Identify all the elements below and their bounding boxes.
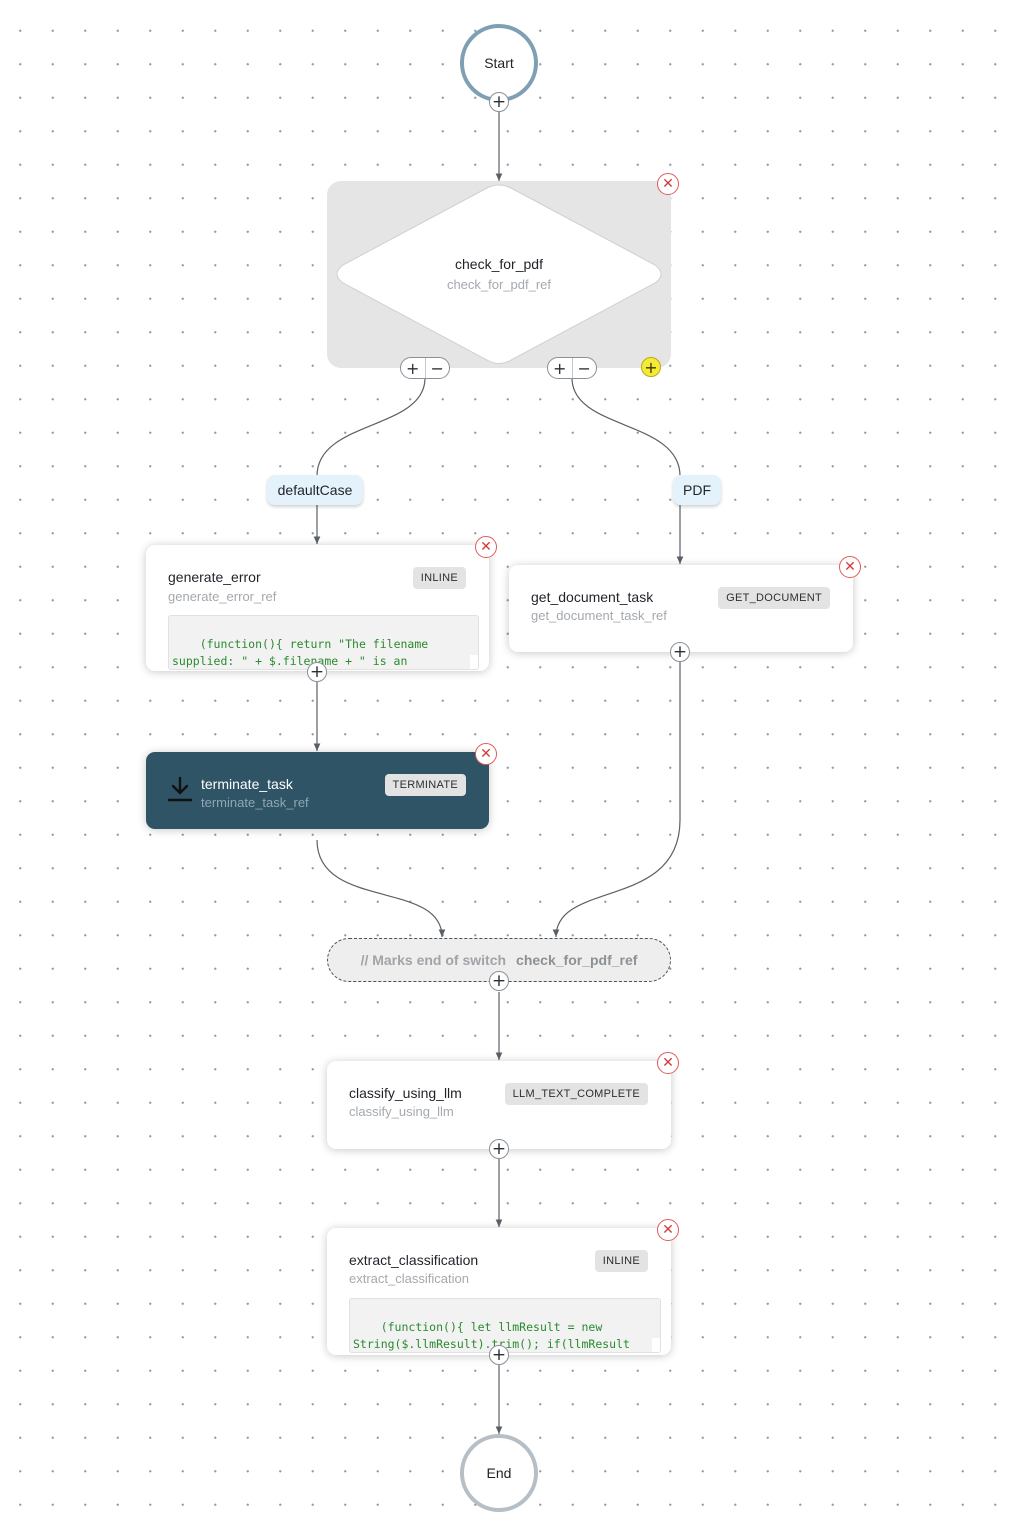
join-comment: // Marks end of switch <box>360 952 507 968</box>
task-name: generate_error <box>168 569 261 585</box>
add-task-after-get-document-button[interactable]: + <box>670 642 690 662</box>
task-name: terminate_task <box>201 776 293 792</box>
plus-icon: + <box>672 641 688 662</box>
case-label-pdf-text: PDF <box>683 482 711 498</box>
delete-switch-button[interactable]: ✕ <box>657 173 679 195</box>
delete-terminate-button[interactable]: ✕ <box>475 743 497 765</box>
case-label-default[interactable]: defaultCase <box>267 475 363 505</box>
plus-icon: + <box>309 661 325 682</box>
close-x-icon: ✕ <box>480 746 492 762</box>
delete-get-document-button[interactable]: ✕ <box>839 556 861 578</box>
task-ref: extract_classification <box>349 1271 469 1286</box>
start-label: Start <box>484 55 514 71</box>
start-node[interactable]: Start <box>460 24 538 102</box>
download-arrow-icon <box>168 776 192 802</box>
plus-icon: + <box>491 1344 507 1365</box>
task-name: get_document_task <box>531 589 654 605</box>
edge-terminate-to-join <box>316 839 446 938</box>
task-type-badge: TERMINATE <box>384 774 466 796</box>
task-ref: generate_error_ref <box>168 589 277 604</box>
edge-switch-to-pdf <box>571 377 681 477</box>
task-ref: classify_using_llm <box>349 1104 454 1119</box>
diamond-shape <box>336 184 662 364</box>
plus-icon: + <box>491 970 507 991</box>
case-label-pdf[interactable]: PDF <box>673 475 721 505</box>
task-ref: get_document_task_ref <box>531 608 667 623</box>
join-ref: check_for_pdf_ref <box>516 952 638 968</box>
edge-switch-to-defaultcase <box>316 377 426 477</box>
end-node[interactable]: End <box>460 1434 538 1512</box>
code-scrollbar[interactable] <box>652 1338 660 1352</box>
task-type-badge: LLM_TEXT_COMPLETE <box>504 1083 648 1105</box>
close-x-icon: ✕ <box>662 1055 674 1071</box>
task-card-get-document[interactable]: get_document_task get_document_task_ref … <box>509 565 853 652</box>
add-case-button[interactable]: + <box>641 357 661 377</box>
remove-pdf-case-button[interactable]: − <box>571 358 597 378</box>
switch-ref: check_for_pdf_ref <box>446 277 552 292</box>
plus-icon: + <box>644 357 658 377</box>
task-type-badge: GET_DOCUMENT <box>718 587 830 609</box>
task-name: classify_using_llm <box>349 1085 462 1101</box>
add-task-default-case-button[interactable]: + <box>406 358 420 378</box>
switch-node[interactable]: check_for_pdf check_for_pdf_ref <box>327 181 671 368</box>
delete-extract-button[interactable]: ✕ <box>657 1219 679 1241</box>
remove-default-case-button[interactable]: − <box>424 358 450 378</box>
plus-icon: + <box>491 91 507 112</box>
default-case-controls: + − <box>400 357 450 379</box>
case-label-default-text: defaultCase <box>277 482 353 498</box>
switch-name: check_for_pdf <box>455 256 543 272</box>
add-task-after-generate-error-button[interactable]: + <box>307 662 327 682</box>
inline-code-text: (function(){ return "The filename suppli… <box>172 637 429 668</box>
add-task-after-extract-button[interactable]: + <box>489 1345 509 1365</box>
task-card-extract[interactable]: extract_classification extract_classific… <box>327 1228 671 1355</box>
task-type-badge: INLINE <box>594 1250 648 1272</box>
add-task-after-classify-button[interactable]: + <box>489 1139 509 1159</box>
close-x-icon: ✕ <box>480 539 492 555</box>
task-type-badge: INLINE <box>412 567 466 589</box>
close-x-icon: ✕ <box>662 176 674 192</box>
add-task-after-join-button[interactable]: + <box>489 971 509 991</box>
code-scrollbar[interactable] <box>470 655 478 669</box>
task-name: extract_classification <box>349 1252 479 1268</box>
task-ref: terminate_task_ref <box>201 795 309 810</box>
close-x-icon: ✕ <box>844 559 856 575</box>
delete-generate-error-button[interactable]: ✕ <box>475 536 497 558</box>
pdf-case-controls: + − <box>547 357 597 379</box>
inline-code-preview[interactable]: (function(){ let llmResult = new String(… <box>349 1298 661 1353</box>
end-label: End <box>486 1465 512 1481</box>
edge-get-document-to-join <box>552 662 681 938</box>
add-task-after-start-button[interactable]: + <box>489 92 509 112</box>
add-task-pdf-case-button[interactable]: + <box>553 358 567 378</box>
plus-icon: + <box>491 1138 507 1159</box>
task-card-terminate[interactable]: terminate_task terminate_task_ref TERMIN… <box>146 752 489 829</box>
delete-classify-button[interactable]: ✕ <box>657 1052 679 1074</box>
close-x-icon: ✕ <box>662 1222 674 1238</box>
task-card-generate-error[interactable]: generate_error generate_error_ref INLINE… <box>146 545 489 671</box>
task-card-classify[interactable]: classify_using_llm classify_using_llm LL… <box>327 1061 671 1149</box>
